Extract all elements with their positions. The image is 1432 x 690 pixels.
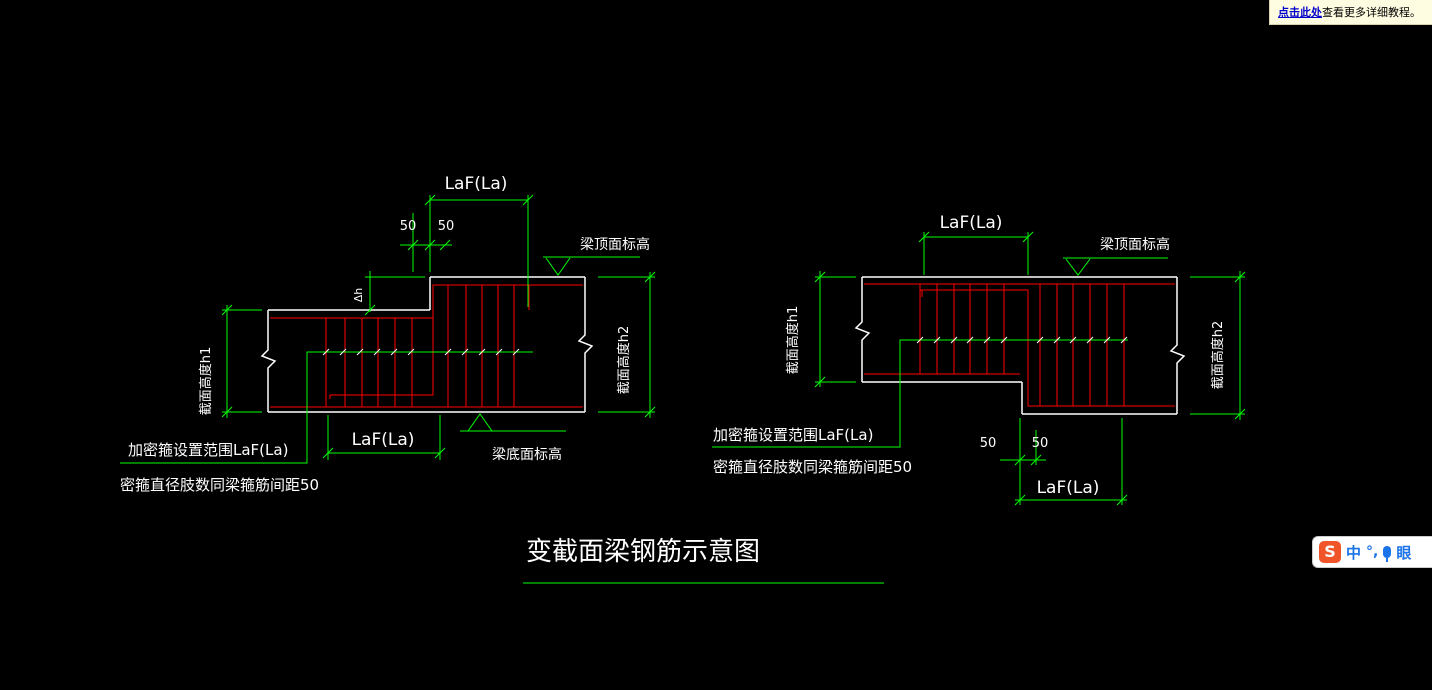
left-h1-label: 截面高度h1: [198, 347, 214, 416]
left-leader-ticks: [322, 348, 520, 356]
left-dim-top-label: LaF(La): [445, 174, 508, 194]
left-dim-dh: Δh: [352, 288, 365, 303]
left-note-2: 密箍直径肢数同梁箍筋间距50: [120, 476, 319, 494]
right-beam-outline: [854, 276, 1186, 415]
right-h2-label: 截面高度h2: [1210, 321, 1226, 390]
drawing-title-block: 变截面梁钢筋示意图: [523, 537, 884, 584]
ime-toolbar[interactable]: S 中 °, 眼: [1312, 536, 1432, 568]
right-leader-ticks: [916, 336, 1128, 344]
left-beam-outline: [260, 276, 594, 413]
right-dimensions: [712, 231, 1246, 506]
left-bent-top-bar: [329, 284, 583, 399]
right-stirrups: [919, 284, 1125, 406]
ime-extra-toggle[interactable]: 眼: [1396, 543, 1412, 562]
left-bottom-elevation-label: 梁底面标高: [492, 446, 562, 463]
left-beam-detail: LaF(La) 50 50 Δh 梁顶面标高 截面高度h1 截面高度h2 LaF…: [120, 174, 656, 494]
right-dim-top-label: LaF(La): [940, 213, 1003, 233]
left-dimensions: [120, 194, 656, 464]
left-h2-label: 截面高度h2: [616, 326, 632, 395]
right-h1-label: 截面高度h1: [785, 306, 801, 375]
right-bent-top-bar: [920, 289, 1175, 407]
right-dim-50-right: 50: [1032, 436, 1049, 451]
right-beam-detail: LaF(La) 梁顶面标高 截面高度h1 截面高度h2 加密箍设置范围LaF(L…: [712, 213, 1246, 506]
left-stirrups: [325, 285, 515, 407]
left-note-1: 加密箍设置范围LaF(La): [128, 441, 288, 459]
left-dim-bottom-label: LaF(La): [352, 430, 415, 450]
left-rebar: [270, 284, 583, 408]
left-dim-50-right: 50: [438, 219, 455, 234]
ime-punctuation-toggle[interactable]: °,: [1366, 544, 1379, 560]
ime-mode-toggle[interactable]: 中: [1346, 543, 1362, 562]
right-note-1: 加密箍设置范围LaF(La): [713, 426, 873, 444]
right-rebar: [864, 283, 1175, 407]
right-note-2: 密箍直径肢数同梁箍筋间距50: [713, 458, 912, 476]
right-top-elevation-label: 梁顶面标高: [1100, 236, 1170, 253]
tutorial-banner: 点击此处查看更多详细教程。: [1269, 0, 1432, 25]
right-dim-50-left: 50: [980, 436, 997, 451]
tutorial-banner-text: 查看更多详细教程。: [1322, 6, 1421, 19]
microphone-icon[interactable]: [1383, 546, 1392, 562]
sogou-logo-icon[interactable]: S: [1319, 541, 1341, 563]
left-top-elevation-label: 梁顶面标高: [580, 236, 650, 253]
left-dim-50-left: 50: [400, 219, 417, 234]
tutorial-link[interactable]: 点击此处: [1278, 6, 1322, 19]
right-dim-bottom-label: LaF(La): [1037, 478, 1100, 498]
drawing-title: 变截面梁钢筋示意图: [526, 537, 760, 567]
